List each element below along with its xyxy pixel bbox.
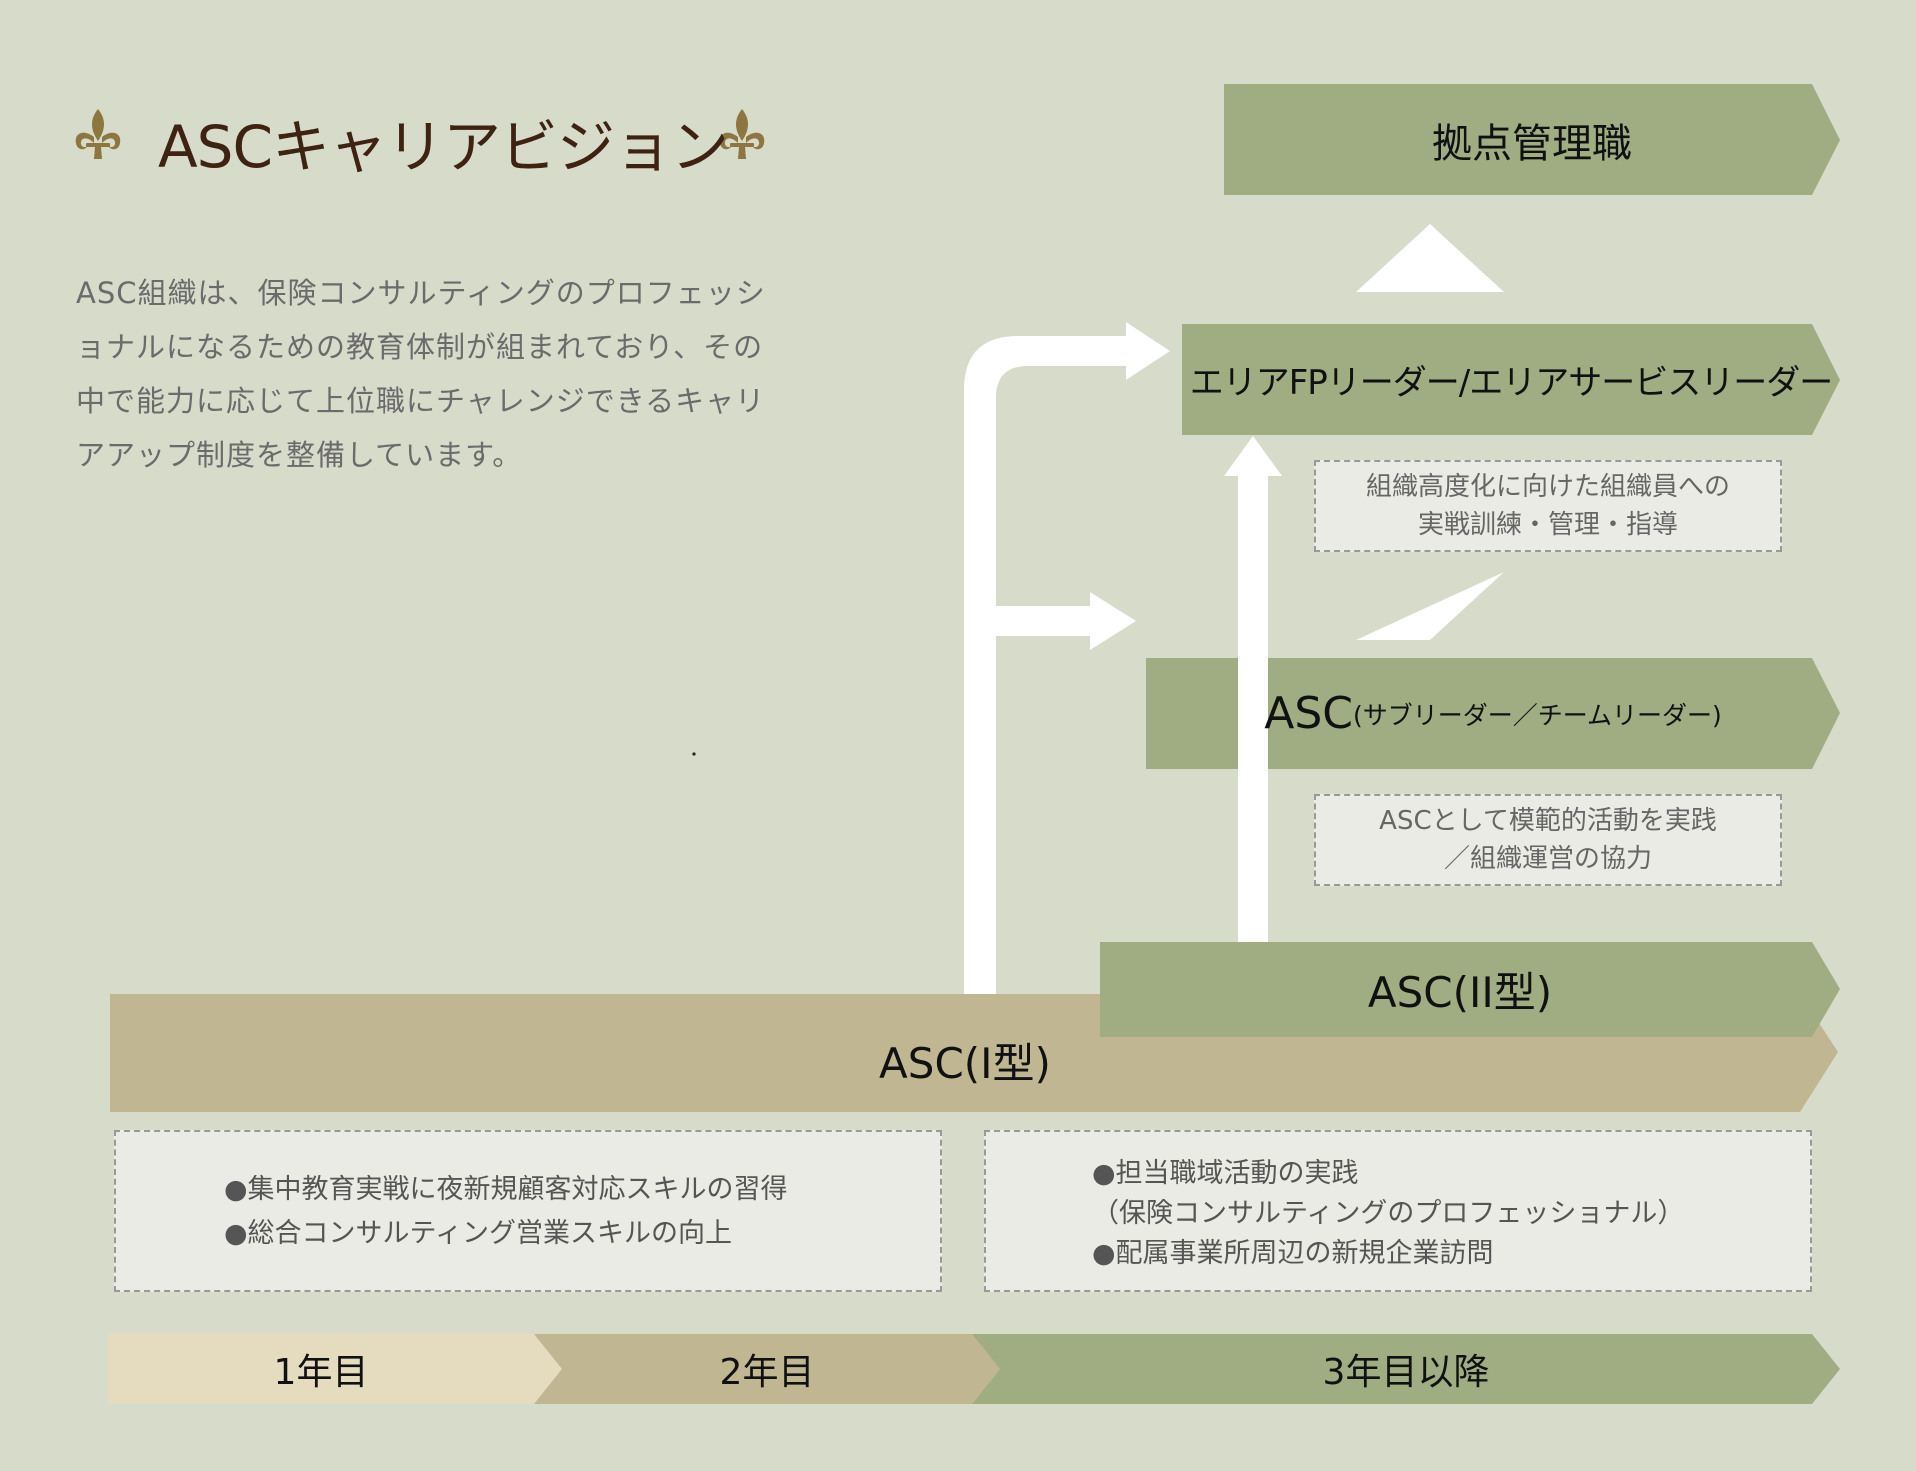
year3-bullets: ●担当職域活動の実践 （保険コンサルティングのプロフェッショナル） ●配属事業所… (984, 1130, 1812, 1292)
timeline-year3-bar (972, 1334, 1840, 1404)
bullet-item: （保険コンサルティングのプロフェッショナル） (1092, 1198, 1685, 1229)
area-leader-note: 組織高度化に向けた組織員への 実戦訓練・管理・指導 (1314, 460, 1782, 552)
bullet-item: ●総合コンサルティング営業スキルの向上 (224, 1218, 732, 1249)
triangle-up-middle (1356, 572, 1504, 640)
up-arrow-shaft (1238, 472, 1268, 942)
sub-leader-note: ASCとして模範的活動を実践 ／組織運営の協力 (1314, 794, 1782, 886)
branch-arrow-shaft (964, 336, 1128, 994)
sub-leader-note-line: ／組織運営の協力 (1443, 844, 1652, 874)
branch-arrow-head-top (1126, 322, 1170, 380)
fleur-de-lis-icon (75, 109, 121, 159)
stray-dot (692, 752, 696, 756)
sub-leader-bar (1146, 658, 1840, 769)
branch-arrow-mid-shaft (996, 606, 1092, 636)
bullet-item: ●担当職域活動の実践 (1092, 1158, 1359, 1189)
fleur-de-lis-icon (719, 109, 765, 159)
bullet-item: ●配属事業所周辺の新規企業訪問 (1092, 1238, 1494, 1269)
page-title: ASCキャリアビジョン (158, 113, 729, 181)
timeline-year2-bar (534, 1334, 1000, 1404)
area-leader-note-line: 実戦訓練・管理・指導 (1417, 510, 1678, 540)
year1-2-bullets: ●集中教育実戦に夜新規顧客対応スキルの習得 ●総合コンサルティング営業スキルの向… (114, 1130, 942, 1292)
bullet-item: ●集中教育実戦に夜新規顧客対応スキルの習得 (224, 1174, 788, 1205)
intro-text: ASC組織は、保険コンサルティングのプロフェッショナルになるための教育体制が組ま… (76, 276, 766, 472)
triangle-up-top (1356, 224, 1504, 292)
asc2-bar (1100, 942, 1840, 1037)
sub-leader-note-line: ASCとして模範的活動を実践 (1379, 806, 1717, 836)
timeline-year1-bar (108, 1334, 562, 1404)
base-manager-bar (1224, 84, 1840, 195)
area-leader-bar (1182, 324, 1840, 435)
area-leader-note-line: 組織高度化に向けた組織員への (1365, 472, 1730, 502)
branch-arrow-head-mid (1090, 592, 1136, 650)
up-arrow-head (1224, 436, 1282, 476)
